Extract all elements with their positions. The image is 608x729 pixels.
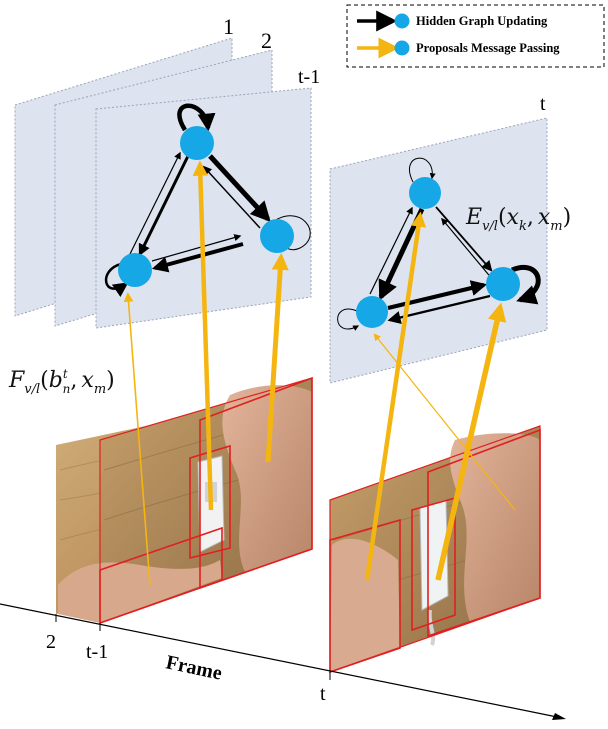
graph-node <box>118 253 152 287</box>
proposal-arrow <box>192 160 214 511</box>
formula-edge: Ev/l(xk,xm) <box>465 205 571 234</box>
proposal-box <box>189 444 231 560</box>
proposal-arrow <box>123 292 151 586</box>
edge-top-right <box>435 206 493 272</box>
graph-node <box>356 296 388 328</box>
edge-top-left <box>138 155 190 257</box>
legend-label-proposals: Proposals Message Passing <box>416 41 560 55</box>
axis-arrowhead <box>552 713 566 720</box>
left-video-frames <box>56 376 313 625</box>
edge-left-top <box>129 151 181 255</box>
hand-right <box>450 433 540 622</box>
right-video-frame <box>329 425 541 674</box>
proposal-arrows <box>123 160 516 586</box>
self-loop-left <box>337 308 360 331</box>
proposal-box <box>411 496 456 632</box>
edge-right-left <box>151 242 244 273</box>
axis-line <box>0 603 563 719</box>
self-loop-top <box>409 157 436 183</box>
hand-right <box>222 385 312 572</box>
frame-axis: 2 t-1 t Frame <box>0 603 566 720</box>
proposal-arrow <box>265 252 289 463</box>
proposal-arrow <box>435 302 507 581</box>
graph-node <box>180 126 214 160</box>
edge-left-right <box>151 234 242 262</box>
self-loop-left <box>104 262 129 298</box>
edge-right-top <box>441 217 494 281</box>
legend-node-icon <box>394 13 410 29</box>
hand-left <box>330 538 400 672</box>
legend-node-icon <box>394 40 410 56</box>
frame-border <box>99 377 313 624</box>
axis-tick-label-t-1: t-1 <box>86 641 108 663</box>
legend-label-hidden-graph: Hidden Graph Updating <box>416 14 548 28</box>
self-loop-top <box>177 103 216 132</box>
axis-tick-label-2: 2 <box>46 631 56 653</box>
cable <box>427 609 436 646</box>
legend: Hidden Graph Updating Proposals Message … <box>346 4 605 68</box>
self-loop-right <box>511 265 541 305</box>
layer-label-t: t <box>540 93 546 115</box>
graph-node <box>409 177 441 209</box>
graph-node <box>486 267 520 301</box>
axis-tick-label-t: t <box>320 683 326 705</box>
edge-left-right <box>387 280 488 310</box>
right-graph: t <box>329 93 548 384</box>
layer-label-2: 2 <box>261 28 272 53</box>
layer-label-t-1: t-1 <box>298 66 320 88</box>
edge-right-top <box>202 165 261 229</box>
axis-label-frame: Frame <box>164 651 224 684</box>
graph-node <box>260 219 294 253</box>
edge-top-right <box>208 154 271 222</box>
edge-left-top <box>369 206 413 295</box>
graph-layer-t <box>329 117 548 384</box>
hand-left <box>58 560 222 623</box>
proposal-arrow <box>364 211 427 581</box>
proposal-arrow <box>373 333 516 511</box>
layer-label-1: 1 <box>223 14 234 39</box>
left-graph-stack: 1 2 t-1 <box>14 14 320 329</box>
